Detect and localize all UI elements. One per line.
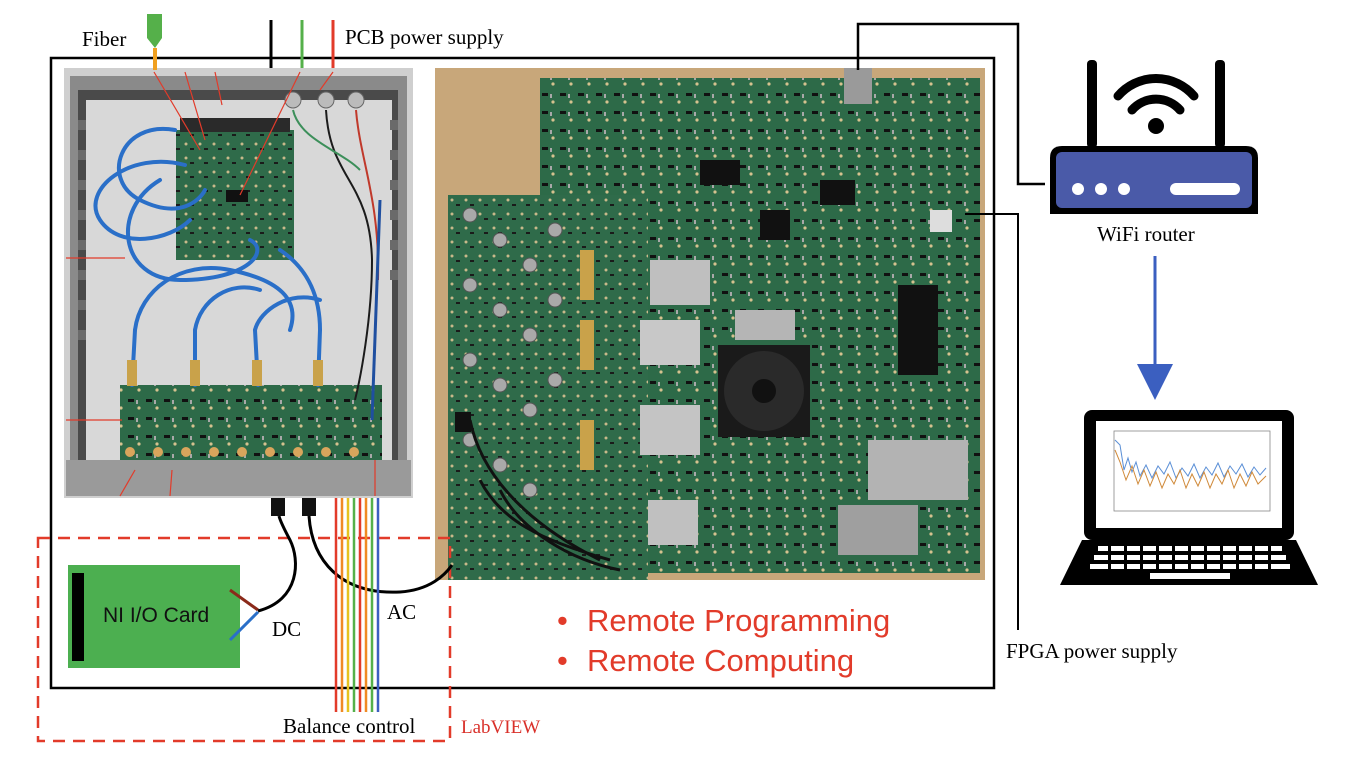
router-ethernet-cable — [856, 22, 1045, 186]
pcb-enclosure-photo — [64, 68, 413, 516]
dc-label: DC — [272, 617, 302, 641]
bullet-dot: • — [557, 643, 568, 678]
bullet-text: Remote Computing — [587, 643, 855, 678]
laptop-screen-plot — [1113, 430, 1271, 512]
balance-control-wires — [334, 498, 380, 712]
labview-label: LabVIEW — [461, 717, 541, 738]
wifi-router-icon — [1050, 60, 1258, 214]
balance-control-label: Balance control — [283, 714, 416, 738]
fiber-connector — [147, 14, 162, 70]
ac-label: AC — [387, 600, 417, 624]
pcb-power-wires — [269, 20, 335, 68]
bullet-remote-programming: • Remote Programming — [557, 603, 890, 639]
bullet-text: Remote Programming — [587, 603, 891, 638]
bullet-dot: • — [557, 603, 568, 638]
laptop-icon — [1060, 410, 1318, 585]
system-enclosure-frame — [49, 56, 996, 690]
ac-cable — [307, 515, 454, 594]
fpga-power-cable — [965, 213, 1019, 630]
fiber-label: Fiber — [82, 27, 127, 51]
ni-io-card — [68, 565, 240, 668]
bullet-remote-computing: • Remote Computing — [557, 643, 854, 679]
pcb-power-supply-label: PCB power supply — [345, 25, 504, 49]
labview-region — [36, 536, 452, 743]
fpga-board-photo — [435, 68, 985, 580]
wifi-router-label: WiFi router — [1097, 222, 1195, 246]
dc-cable — [257, 515, 297, 613]
fpga-power-supply-label: FPGA power supply — [1006, 639, 1178, 663]
ni-io-card-label: NI I/O Card — [103, 604, 210, 627]
